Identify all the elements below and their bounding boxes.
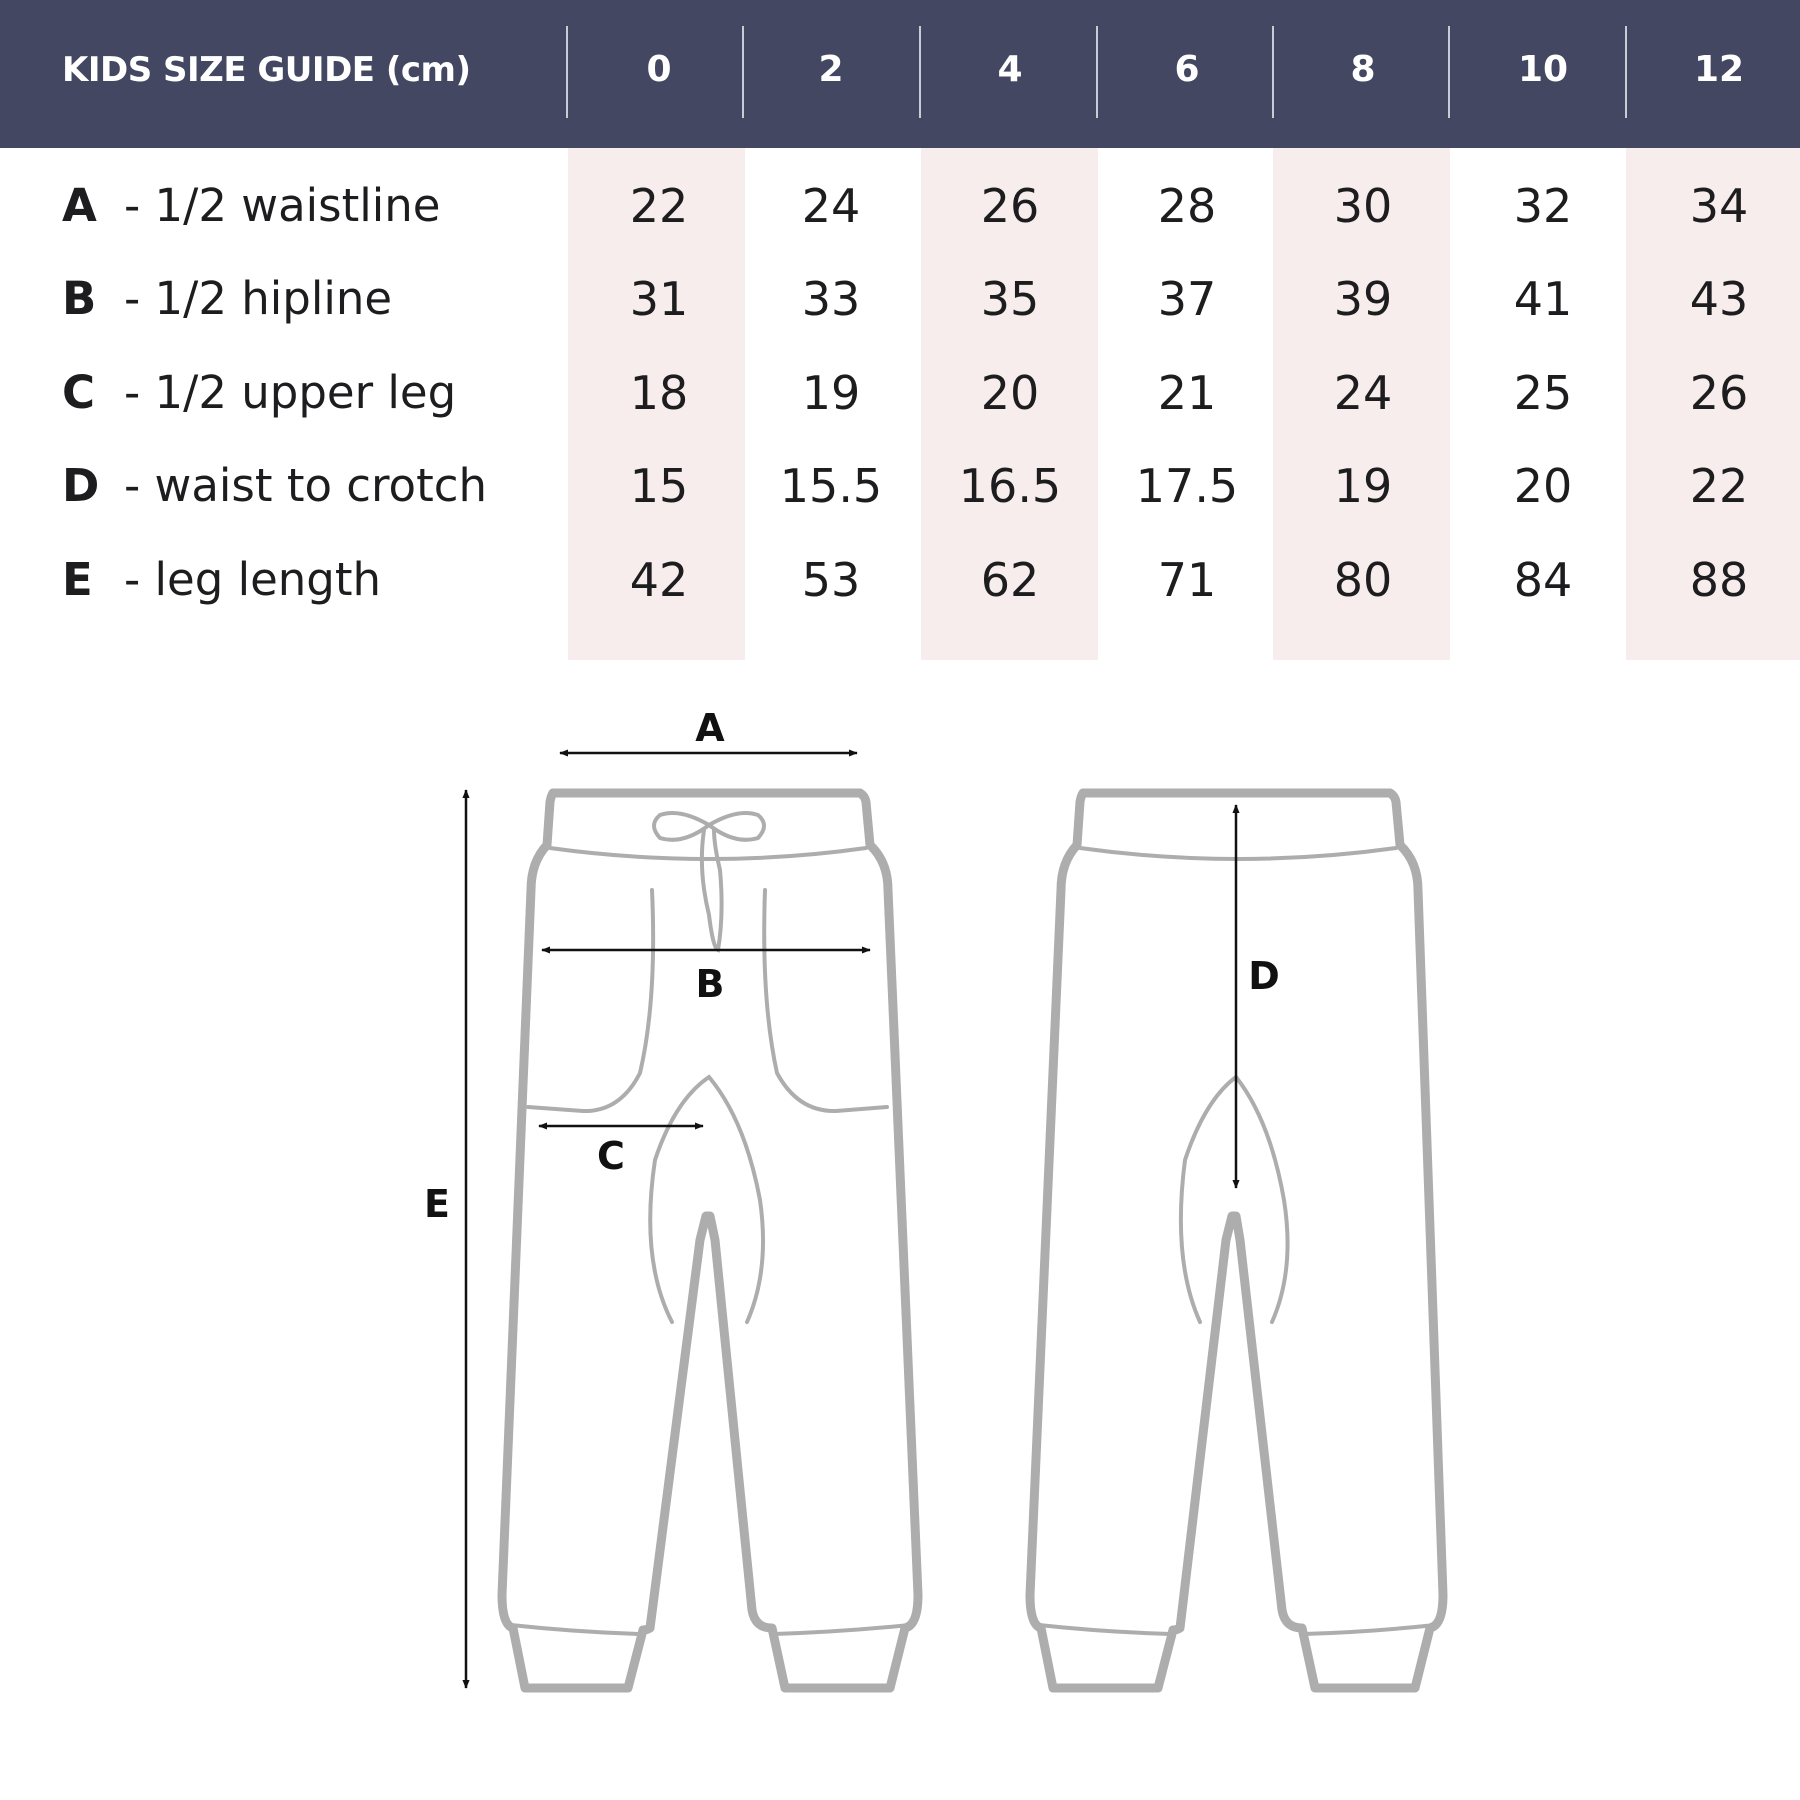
label-e: E (424, 1182, 450, 1226)
front-pants-outline (497, 788, 923, 1693)
back-crotch-curve (1178, 1074, 1290, 1324)
table-cell: 62 (980, 553, 1040, 607)
row-letter: E (62, 553, 93, 606)
size-header-8: 8 (1350, 49, 1376, 90)
row-label-d: D - waist to crotch (62, 439, 487, 533)
front-cuff-seam (772, 1623, 912, 1636)
size-header-0: 0 (646, 49, 672, 90)
header-divider (1272, 26, 1274, 118)
table-cell: 18 (629, 366, 689, 420)
table-cell: 39 (1333, 272, 1393, 326)
table-cell: 37 (1157, 272, 1217, 326)
shaded-column-8 (1273, 148, 1450, 660)
row-label-b: B - 1/2 hipline (62, 252, 392, 346)
table-cell: 84 (1513, 553, 1573, 607)
table-cell: 42 (629, 553, 689, 607)
table-cell: 25 (1513, 366, 1573, 420)
back-waistband-seam (1078, 846, 1398, 861)
row-description: - waist to crotch (124, 459, 487, 512)
size-header-2: 2 (818, 49, 844, 90)
table-cell: 30 (1333, 179, 1393, 233)
back-pants-outline (1025, 788, 1448, 1693)
table-cell: 22 (1689, 459, 1749, 513)
row-letter: A (62, 179, 97, 232)
table-cell: 28 (1157, 179, 1217, 233)
header-divider (1625, 26, 1627, 118)
header-divider (1448, 26, 1450, 118)
table-cell: 15.5 (779, 459, 883, 513)
table-cell: 32 (1513, 179, 1573, 233)
size-table: KIDS SIZE GUIDE (cm) 0 2 4 6 8 10 12 A - … (0, 0, 1800, 660)
header-divider (566, 26, 568, 118)
drawstring-icon (652, 811, 766, 953)
row-description: - leg length (124, 553, 382, 606)
header-divider (1096, 26, 1098, 118)
front-waistband-seam (548, 846, 868, 861)
row-letter: B (62, 272, 97, 325)
size-header-10: 10 (1517, 49, 1569, 90)
table-cell: 20 (1513, 459, 1573, 513)
table-cell: 71 (1157, 553, 1217, 607)
shaded-column-4 (921, 148, 1098, 660)
table-cell: 34 (1689, 179, 1749, 233)
table-cell: 24 (801, 179, 861, 233)
table-cell: 43 (1689, 272, 1749, 326)
table-cell: 41 (1513, 272, 1573, 326)
front-cuff-seam (509, 1623, 642, 1636)
back-pants-view: D (1025, 788, 1448, 1693)
table-cell: 26 (1689, 366, 1749, 420)
table-cell: 22 (629, 179, 689, 233)
table-cell: 19 (801, 366, 861, 420)
header-divider (742, 26, 744, 118)
label-d: D (1248, 954, 1280, 998)
left-pocket-line (526, 888, 656, 1114)
table-cell: 16.5 (958, 459, 1062, 513)
row-description: - 1/2 upper leg (124, 366, 457, 419)
label-c: C (597, 1134, 625, 1178)
crotch-curve (648, 1074, 765, 1324)
label-a: A (695, 706, 725, 750)
row-description: - 1/2 waistline (124, 179, 441, 232)
row-letter: D (62, 459, 100, 512)
table-cell: 19 (1333, 459, 1393, 513)
header-divider (919, 26, 921, 118)
table-title: KIDS SIZE GUIDE (cm) (62, 50, 471, 90)
row-description: - 1/2 hipline (124, 272, 393, 325)
back-cuff-seam (1302, 1623, 1437, 1636)
table-cell: 33 (801, 272, 861, 326)
back-cuff-seam (1037, 1623, 1172, 1636)
table-cell: 80 (1333, 553, 1393, 607)
table-header: KIDS SIZE GUIDE (cm) 0 2 4 6 8 10 12 (0, 0, 1800, 148)
table-cell: 26 (980, 179, 1040, 233)
table-cell: 88 (1689, 553, 1749, 607)
shaded-column-0 (568, 148, 745, 660)
pants-measurement-diagram: A B C E D (424, 706, 1448, 1693)
front-pants-view: A B C E (424, 706, 923, 1693)
shaded-column-12 (1626, 148, 1800, 660)
table-cell: 35 (980, 272, 1040, 326)
size-header-4: 4 (997, 49, 1023, 90)
row-label-e: E - leg length (62, 533, 381, 627)
size-header-12: 12 (1693, 49, 1745, 90)
table-cell: 20 (980, 366, 1040, 420)
right-pocket-line (762, 888, 889, 1114)
row-label-a: A - 1/2 waistline (62, 159, 440, 253)
table-cell: 31 (629, 272, 689, 326)
table-cell: 17.5 (1135, 459, 1239, 513)
table-cell: 24 (1333, 366, 1393, 420)
table-cell: 21 (1157, 366, 1217, 420)
table-cell: 15 (629, 459, 689, 513)
label-b: B (696, 962, 725, 1006)
row-letter: C (62, 366, 96, 419)
row-label-c: C - 1/2 upper leg (62, 346, 456, 440)
table-cell: 53 (801, 553, 861, 607)
size-header-6: 6 (1174, 49, 1200, 90)
